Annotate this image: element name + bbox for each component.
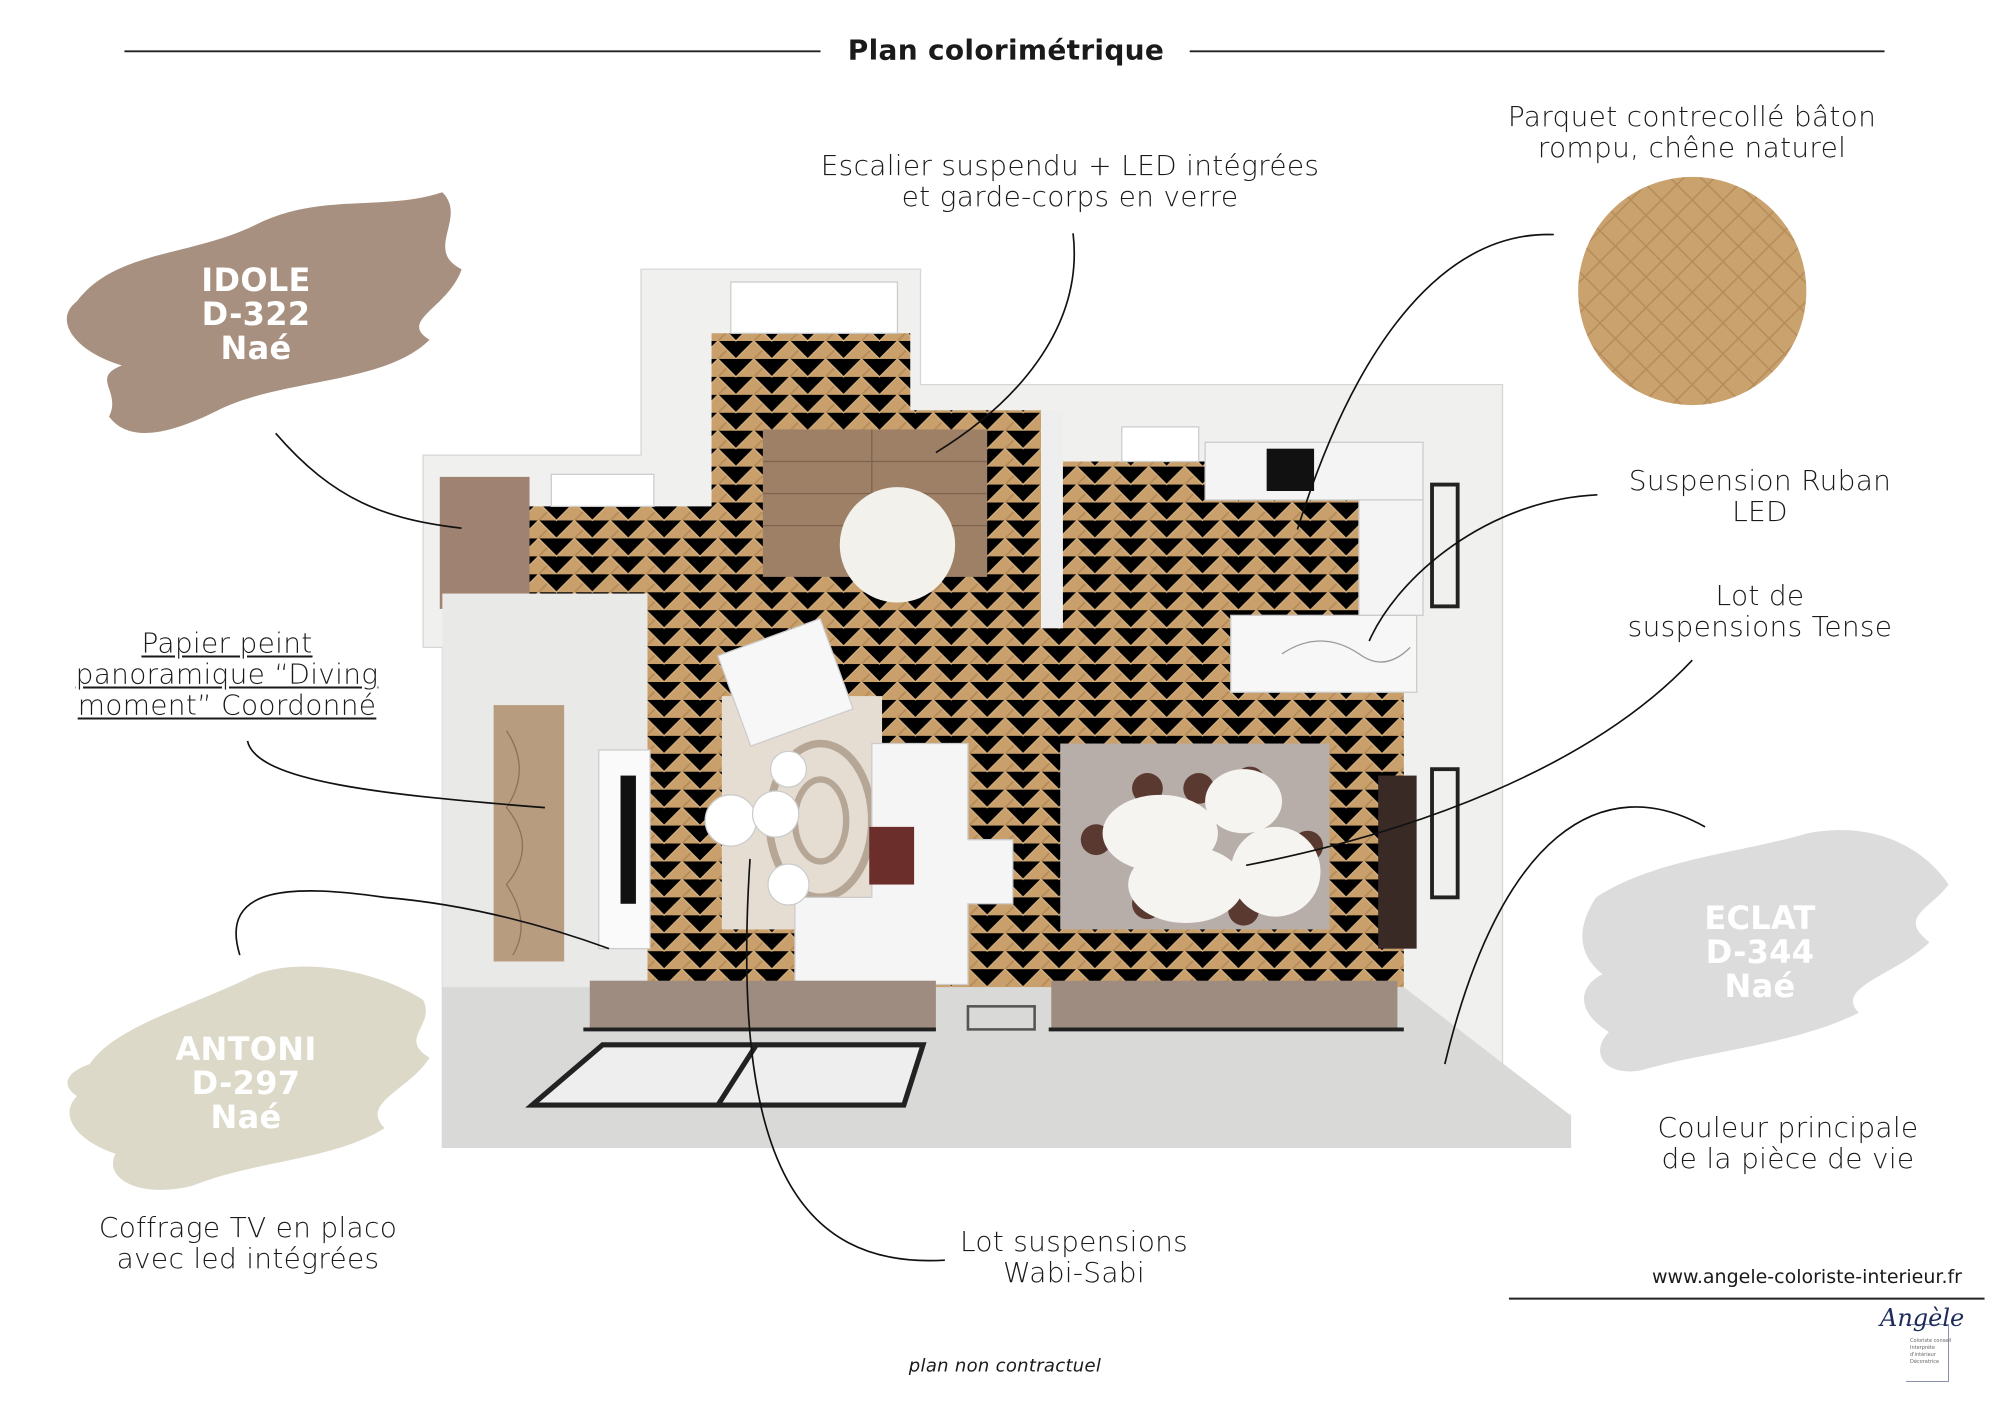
annotation-ruban: Suspension Ruban LED <box>1629 465 1891 527</box>
bay-windows <box>589 980 1398 1030</box>
throw-blanket <box>869 826 915 885</box>
annotation-line: Couleur principale <box>1657 1111 1919 1144</box>
annotation-line: Lot de <box>1715 579 1805 612</box>
swatch-antoni-brush <box>67 966 430 1190</box>
swatch-code: D-322 <box>201 295 311 333</box>
logo-signature: Angèle <box>1880 1304 1965 1332</box>
wallpaper-panel <box>493 705 565 962</box>
swatch-name: ECLAT <box>1704 899 1816 937</box>
annotation-coffrage: Coffrage TV en placo avec led intégrées <box>99 1212 397 1274</box>
annotation-line: suspensions Tense <box>1627 610 1893 643</box>
website-link[interactable]: www.angele-coloriste-interieur.fr <box>1651 1266 1962 1288</box>
annotation-wabi-sabi: Lot suspensions Wabi-Sabi <box>960 1226 1188 1288</box>
window-right-1 <box>1430 482 1460 609</box>
sideboard <box>1378 775 1417 949</box>
annotation-line: Wabi-Sabi <box>1003 1256 1145 1289</box>
annotation-line: Papier peint <box>141 626 313 660</box>
annotation-line: Lot suspensions <box>959 1225 1189 1258</box>
idole-wall <box>439 476 530 609</box>
annotation-arrows <box>235 233 1706 1262</box>
annotation-line: et garde-corps en verre <box>901 180 1239 213</box>
parquet-sample-circle <box>1578 176 1807 406</box>
swatch-name: ANTONI <box>175 1030 317 1068</box>
annotation-line: de la pièce de vie <box>1661 1142 1915 1175</box>
floor-plan <box>422 268 1572 1148</box>
swatch-code: D-297 <box>191 1064 301 1102</box>
swatch-code: D-344 <box>1705 933 1815 971</box>
swatch-idole-brush <box>66 192 462 433</box>
annotation-parquet: Parquet contrecollé bâton rompu, chêne n… <box>1508 101 1876 163</box>
disclaimer: plan non contractuel <box>908 1355 1102 1377</box>
annotation-couleur-principale: Couleur principale de la pièce de vie <box>1658 1112 1919 1174</box>
swatch-brand: Naé <box>1724 967 1796 1005</box>
logo-line: Interprète d'intérieur <box>1910 1345 1936 1358</box>
annotation-line: moment” Coordonné <box>77 688 377 722</box>
logo-frame <box>1906 1324 1949 1382</box>
swatch-eclat-brush <box>1582 829 1949 1072</box>
swatch-brand: Naé <box>220 329 292 367</box>
annotation-line: Parquet contrecollé bâton <box>1507 100 1877 133</box>
logo-tagline: Coloriste conseil Interprète d'intérieur… <box>1910 1338 1960 1366</box>
annotation-escalier: Escalier suspendu + LED intégrées et gar… <box>821 150 1320 212</box>
brand-logo: Angèle Coloriste conseil Interprète d'in… <box>1880 1300 1964 1382</box>
tv <box>620 775 636 904</box>
annotation-line: LED <box>1732 495 1788 528</box>
annotation-papier-peint: Papier peint panoramique “Diving moment”… <box>76 628 379 721</box>
cooktop <box>1266 448 1315 491</box>
window-right-2 <box>1430 767 1460 900</box>
annotation-line: Suspension Ruban <box>1628 464 1892 497</box>
annotation-line: Escalier suspendu + LED intégrées <box>820 149 1320 182</box>
swatch-eclat-label: ECLAT D-344 Naé <box>1704 901 1815 1003</box>
annotation-line: avec led intégrées <box>116 1242 380 1275</box>
round-rug <box>839 487 956 603</box>
swatch-antoni-label: ANTONI D-297 Naé <box>175 1032 316 1134</box>
page-title: Plan colorimétrique <box>847 33 1165 67</box>
swatch-name: IDOLE <box>201 261 311 299</box>
logo-line: Décoratrice <box>1910 1359 1940 1365</box>
skylight <box>525 1042 927 1108</box>
annotation-line: rompu, chêne naturel <box>1537 131 1847 164</box>
kitchen-island <box>1230 614 1418 693</box>
swatch-idole-label: IDOLE D-322 Naé <box>201 263 310 365</box>
annotation-line: panoramique “Diving <box>75 657 379 691</box>
armchair <box>716 617 854 748</box>
annotation-tense: Lot de suspensions Tense <box>1628 580 1893 642</box>
annotation-line: Coffrage TV en placo <box>98 1211 398 1244</box>
logo-line: Coloriste conseil <box>1910 1338 1952 1344</box>
swatch-brand: Naé <box>210 1098 282 1136</box>
